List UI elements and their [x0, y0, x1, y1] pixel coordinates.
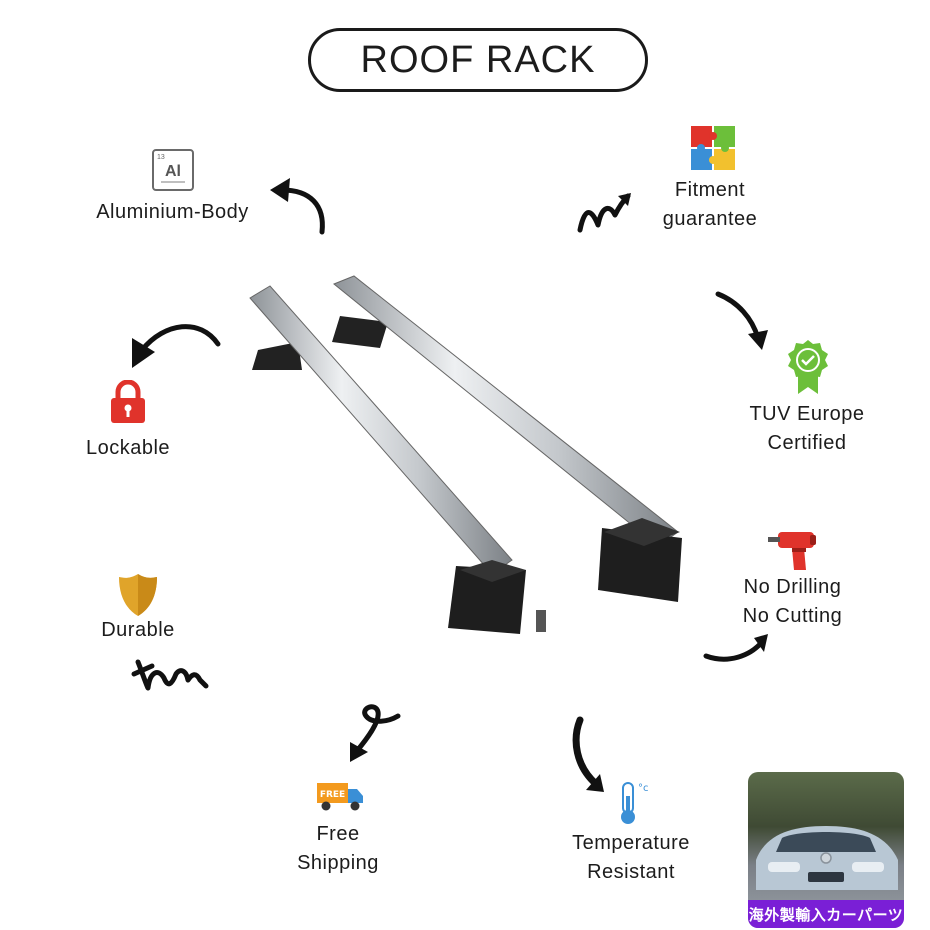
feature-free-shipping: Free Shipping — [268, 820, 408, 878]
feature-temperature-line1: Temperature — [572, 832, 690, 854]
arrow-shipping-head — [350, 742, 368, 762]
roof-rack-bar-left — [249, 285, 546, 634]
thermometer-icon: °c — [616, 780, 650, 826]
feature-fitment-guarantee: Fitment guarantee — [630, 176, 790, 234]
feature-aluminium-label: Aluminium-Body — [96, 201, 249, 223]
product-thumbnail[interactable]: 海外製輸入カーパーツ — [748, 772, 904, 928]
arrow-drilling — [703, 639, 765, 662]
feature-drilling-line1: No Drilling — [743, 576, 842, 598]
roof-rack-product-image — [249, 275, 682, 634]
feature-shipping-line2: Shipping — [297, 852, 379, 874]
arrow-aluminium-head — [270, 178, 290, 202]
certified-badge-icon — [786, 338, 830, 396]
lock-icon — [108, 379, 148, 424]
page-title: ROOF RACK — [308, 28, 648, 92]
puzzle-icon — [689, 124, 737, 172]
feature-no-drilling: No Drilling No Cutting — [710, 573, 875, 631]
feature-tuv-line2: Certified — [767, 432, 847, 454]
arrow-tuv — [715, 291, 761, 341]
aluminium-number: 13 — [157, 154, 165, 161]
truck-free-text: FREE — [320, 790, 345, 800]
aluminium-element-icon: 13 Al — [151, 148, 195, 192]
feature-lockable: Lockable — [63, 434, 193, 463]
feature-shipping-line1: Free — [316, 823, 360, 845]
feature-temperature-resistant: Temperature Resistant — [548, 829, 714, 887]
arrow-aluminium — [279, 187, 325, 235]
arrow-temperature — [572, 716, 600, 788]
squiggle-fitment-head — [618, 193, 631, 206]
arrow-drilling-head — [754, 634, 768, 652]
feature-drilling-line2: No Cutting — [742, 605, 843, 627]
feature-fitment-line1: Fitment — [674, 179, 746, 201]
arrow-tuv-head — [748, 330, 768, 350]
feature-aluminium-body: Aluminium-Body — [70, 198, 275, 227]
arrow-lockable-head — [132, 338, 155, 368]
feature-durable: Durable — [78, 616, 198, 645]
feature-durable-label: Durable — [101, 619, 175, 641]
shield-icon — [116, 572, 160, 618]
squiggle-durable — [135, 659, 209, 691]
feature-fitment-line2: guarantee — [662, 208, 758, 230]
feature-lockable-label: Lockable — [85, 437, 171, 459]
roof-rack-bar-right — [332, 275, 682, 602]
arrow-lockable — [139, 324, 221, 353]
feature-temperature-line2: Resistant — [587, 861, 675, 883]
aluminium-symbol: Al — [165, 163, 181, 180]
squiggle-fitment — [577, 193, 631, 233]
delivery-truck-icon: FREE — [316, 780, 364, 812]
drill-icon — [766, 528, 820, 572]
thumbnail-badge: 海外製輸入カーパーツ — [748, 900, 904, 928]
arrow-shipping — [353, 704, 401, 755]
feature-tuv-certified: TUV Europe Certified — [722, 400, 892, 458]
squiggle-durable-tail — [131, 663, 155, 677]
temperature-unit: °c — [638, 783, 649, 794]
feature-tuv-line1: TUV Europe — [749, 403, 865, 425]
arrow-temperature-head — [586, 774, 604, 792]
